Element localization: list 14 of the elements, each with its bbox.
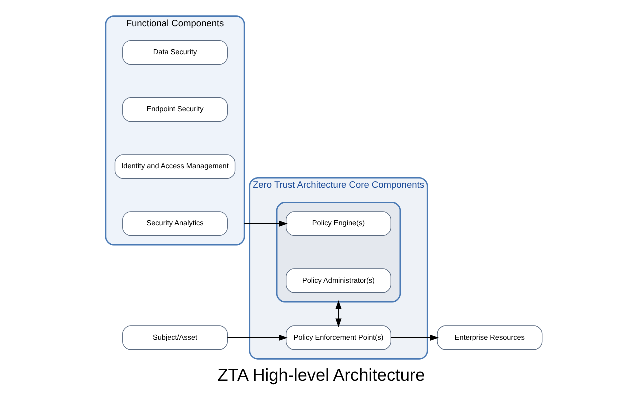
caption: ZTA High-level Architecture — [218, 364, 426, 385]
node-box: Identity and Access Management — [114, 154, 236, 180]
cluster — [276, 202, 402, 303]
arrow — [391, 334, 440, 342]
arrow — [244, 220, 288, 227]
node-box: Policy Engine(s) — [286, 212, 392, 236]
node-box: Enterprise Resources — [437, 326, 543, 350]
node-box: Subject/Asset — [122, 326, 228, 350]
node-box: Policy Administrator(s) — [286, 268, 392, 294]
node-box: Policy Enforcement Point(s) — [286, 326, 392, 350]
node-box: Endpoint Security — [122, 98, 228, 122]
node-box: Security Analytics — [122, 212, 228, 236]
node-box: Data Security — [122, 40, 228, 66]
arrow — [228, 334, 288, 342]
